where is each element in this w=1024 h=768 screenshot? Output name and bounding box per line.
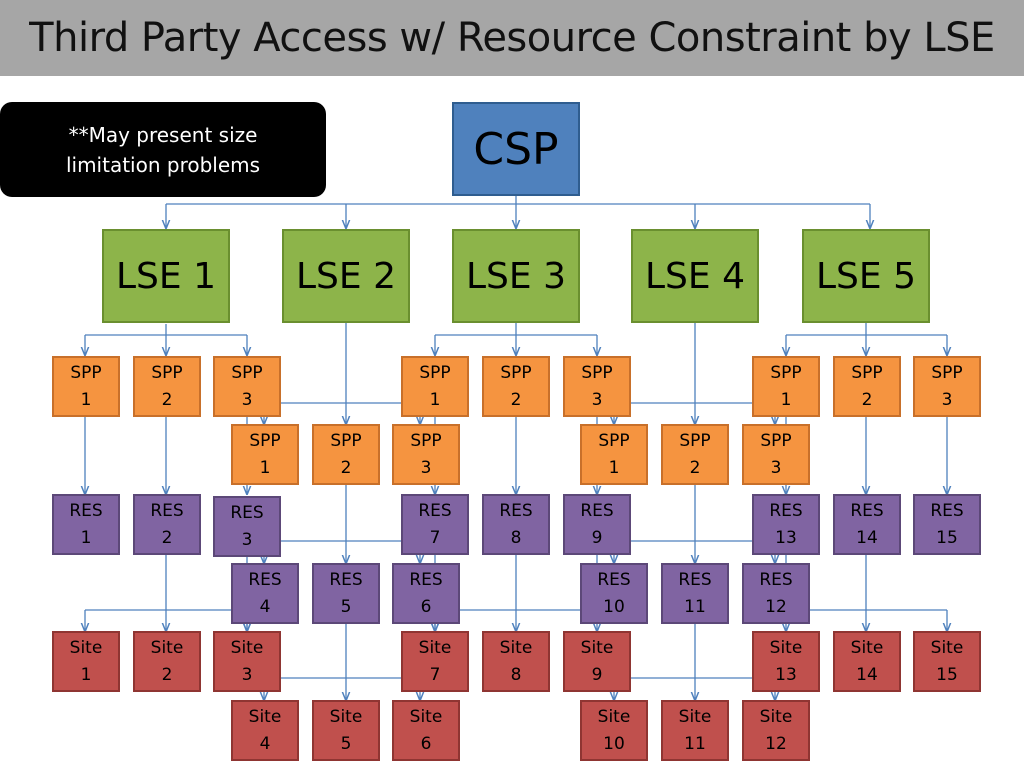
res-node: RES 9	[563, 494, 631, 555]
site-node: Site 1	[52, 631, 120, 692]
lse-node: LSE 5	[802, 229, 930, 323]
site-node: Site 9	[563, 631, 631, 692]
site-node: Site 12	[742, 700, 810, 761]
spp-node: SPP 1	[752, 356, 820, 417]
res-node: RES 5	[312, 563, 380, 624]
res-node: RES 1	[52, 494, 120, 555]
res-node: RES 3	[213, 496, 281, 557]
site-node: Site 2	[133, 631, 201, 692]
site-node: Site 11	[661, 700, 729, 761]
res-node: RES 6	[392, 563, 460, 624]
lse-node: LSE 4	[631, 229, 759, 323]
site-node: Site 7	[401, 631, 469, 692]
spp-node: SPP 1	[52, 356, 120, 417]
spp-node: SPP 3	[742, 424, 810, 485]
res-node: RES 15	[913, 494, 981, 555]
lse-node: LSE 1	[102, 229, 230, 323]
site-node: Site 4	[231, 700, 299, 761]
spp-node: SPP 1	[231, 424, 299, 485]
spp-node: SPP 3	[392, 424, 460, 485]
spp-node: SPP 3	[563, 356, 631, 417]
spp-node: SPP 2	[661, 424, 729, 485]
spp-node: SPP 3	[213, 356, 281, 417]
site-node: Site 14	[833, 631, 901, 692]
spp-node: SPP 2	[312, 424, 380, 485]
spp-node: SPP 2	[133, 356, 201, 417]
size-limitation-note: **May present size limitation problems	[0, 102, 326, 197]
site-node: Site 6	[392, 700, 460, 761]
site-node: Site 5	[312, 700, 380, 761]
site-node: Site 8	[482, 631, 550, 692]
res-node: RES 11	[661, 563, 729, 624]
spp-node: SPP 2	[482, 356, 550, 417]
res-node: RES 7	[401, 494, 469, 555]
res-node: RES 12	[742, 563, 810, 624]
page-title: Third Party Access w/ Resource Constrain…	[29, 15, 995, 61]
csp-node: CSP	[452, 102, 580, 196]
lse-node: LSE 3	[452, 229, 580, 323]
res-node: RES 2	[133, 494, 201, 555]
lse-node: LSE 2	[282, 229, 410, 323]
title-bar: Third Party Access w/ Resource Constrain…	[0, 0, 1024, 76]
res-node: RES 13	[752, 494, 820, 555]
site-node: Site 3	[213, 631, 281, 692]
res-node: RES 8	[482, 494, 550, 555]
site-node: Site 15	[913, 631, 981, 692]
spp-node: SPP 1	[401, 356, 469, 417]
spp-node: SPP 3	[913, 356, 981, 417]
res-node: RES 14	[833, 494, 901, 555]
spp-node: SPP 1	[580, 424, 648, 485]
spp-node: SPP 2	[833, 356, 901, 417]
res-node: RES 10	[580, 563, 648, 624]
site-node: Site 10	[580, 700, 648, 761]
site-node: Site 13	[752, 631, 820, 692]
res-node: RES 4	[231, 563, 299, 624]
